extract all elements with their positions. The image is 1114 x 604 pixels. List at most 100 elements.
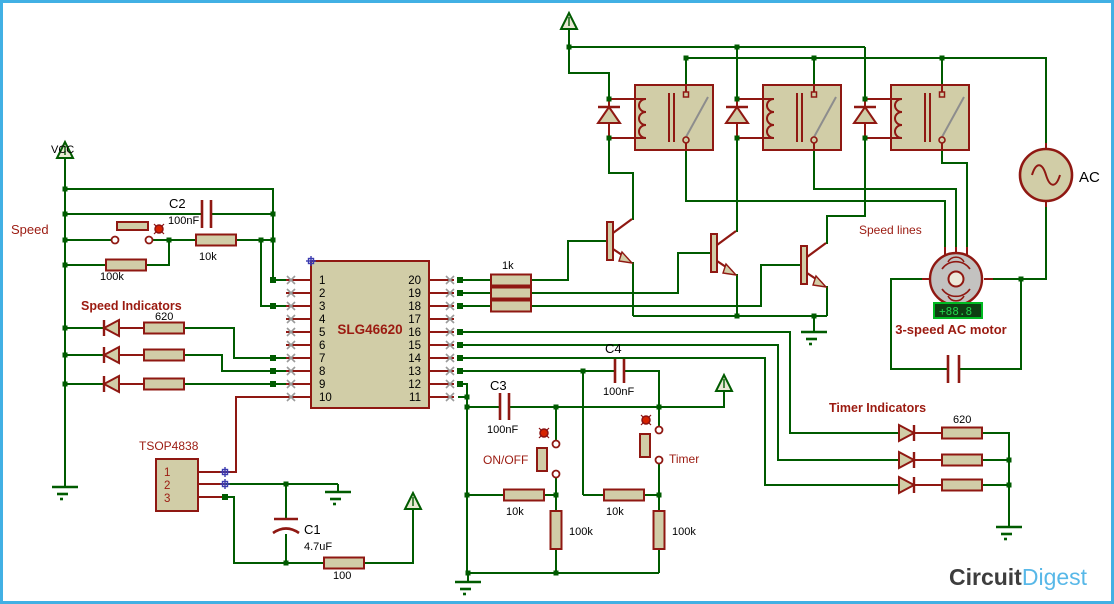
resistor-100k-timer (652, 510, 666, 550)
timer-pushbutton (639, 425, 664, 465)
r1k-label: 1k (502, 260, 514, 272)
vcc-label: VCC (51, 144, 74, 156)
ic-pin-label: 10 (319, 392, 332, 404)
ac-label: AC (1079, 169, 1100, 186)
button-indicator-icon (640, 414, 652, 426)
r620-timer-label: 620 (953, 414, 971, 426)
transistor-q1 (605, 217, 634, 265)
ic-pin-label: 19 (408, 288, 421, 300)
ic-pin-label: 15 (408, 340, 421, 352)
tsop-pin-label: 2 (164, 480, 170, 492)
brand-digest: Digest (1022, 564, 1088, 590)
onoff-pushbutton (536, 439, 561, 479)
base-resistors-1k (490, 273, 532, 313)
ic-pin-label: 5 (319, 327, 325, 339)
ic-pin-label: 8 (319, 366, 325, 378)
capacitor-c3 (498, 393, 511, 420)
pad-icon (219, 466, 231, 478)
ic-pin-label: 7 (319, 353, 325, 365)
ic-pin-label: 12 (408, 379, 421, 391)
resistor-10k-timer (603, 488, 645, 502)
speed-button (110, 221, 165, 245)
ic-slg46620: SLG46620 1 2 3 4 5 6 7 8 9 10 20 19 18 1… (305, 255, 430, 409)
c3-name: C3 (490, 378, 507, 393)
ac-source (1018, 147, 1074, 203)
flyback-diode-3 (852, 97, 878, 140)
motor-label: 3-speed AC motor (895, 322, 1006, 337)
c4-value: 100nF (603, 386, 634, 398)
c3-value: 100nF (487, 424, 518, 436)
relay-2 (762, 84, 842, 151)
transistor-q3 (799, 241, 828, 289)
tsop-pin-label: 1 (164, 467, 170, 479)
motor-3speed: +88.8 (928, 247, 984, 319)
ground-symbol (323, 490, 353, 506)
ic-pin-label: 14 (408, 353, 421, 365)
c1-name: C1 (304, 522, 321, 537)
brand-logo: CircuitDigest (949, 564, 1088, 590)
resistor-10k-onoff (503, 488, 545, 502)
motor-speed-display (933, 302, 983, 319)
ground-symbol (50, 485, 80, 501)
pad-icon (219, 478, 231, 490)
ground-symbol (799, 330, 829, 346)
resistor-100k-onoff (549, 510, 563, 550)
r10k-timer-label: 10k (606, 506, 624, 518)
r100k-onoff-label: 100k (569, 526, 593, 538)
r10k-label: 10k (199, 251, 217, 263)
motor-run-capacitor (946, 355, 961, 383)
brand-circuit: Circuit (949, 564, 1022, 590)
tsop-name: TSOP4838 (139, 439, 199, 453)
speed-button-label: Speed (11, 222, 49, 237)
speed-indicators-title: Speed Indicators (81, 299, 182, 313)
vcc-arrow (404, 492, 422, 510)
button-indicator-icon (538, 427, 550, 439)
vcc-arrow (560, 12, 578, 30)
ic-pin-label: 3 (319, 301, 325, 313)
schematic-svg: SLG46620 1 2 3 4 5 6 7 8 9 10 20 19 18 1… (11, 12, 1100, 596)
button-indicator-icon (153, 223, 165, 235)
ic-pin-label: 17 (408, 314, 421, 326)
capacitor-c4 (613, 359, 626, 383)
vcc-arrow (715, 374, 733, 392)
resistor-10k-speed (195, 233, 237, 247)
relay-3 (890, 84, 970, 151)
capacitor-c2 (200, 200, 213, 228)
ground-symbol (453, 580, 483, 596)
speed-indicator-leds (102, 318, 185, 394)
ic-pin-label: 20 (408, 275, 421, 287)
ir-receiver-tsop4838: 1 2 3 (155, 458, 231, 512)
motor-display-value: +88.8 (939, 305, 972, 318)
timer-indicators-title: Timer Indicators (829, 401, 926, 415)
transistor-q2 (709, 229, 738, 277)
ground-symbol (994, 525, 1024, 541)
c1-value: 4.7uF (304, 541, 332, 553)
r100k-timer-label: 100k (672, 526, 696, 538)
flyback-diode-2 (724, 97, 750, 140)
resistor-100 (323, 556, 365, 570)
flyback-diode-1 (596, 97, 622, 140)
ic-pin-label: 11 (409, 392, 421, 404)
onoff-label: ON/OFF (483, 453, 528, 467)
ic-pin-label: 9 (319, 379, 325, 391)
wires (64, 29, 1047, 582)
ic-pin-label: 4 (319, 314, 326, 326)
ic-pin-label: 18 (408, 301, 421, 313)
relay-1 (634, 84, 714, 151)
ic-name: SLG46620 (337, 322, 402, 337)
ic-pin-label: 13 (408, 366, 421, 378)
c2-value: 100nF (168, 215, 199, 227)
ic-pin-label: 2 (319, 288, 325, 300)
speed-lines-label: Speed lines (859, 223, 922, 237)
ic-pin-label: 1 (319, 275, 325, 287)
r10k-onoff-label: 10k (506, 506, 524, 518)
capacitor-c1 (272, 517, 300, 535)
r620-label: 620 (155, 311, 173, 323)
r100-label: 100 (333, 570, 351, 582)
ic-pin-label: 6 (319, 340, 325, 352)
timer-label: Timer (669, 452, 699, 466)
tsop-pin-label: 3 (164, 493, 170, 505)
r100k-label: 100k (100, 271, 124, 283)
c2-name: C2 (169, 196, 186, 211)
